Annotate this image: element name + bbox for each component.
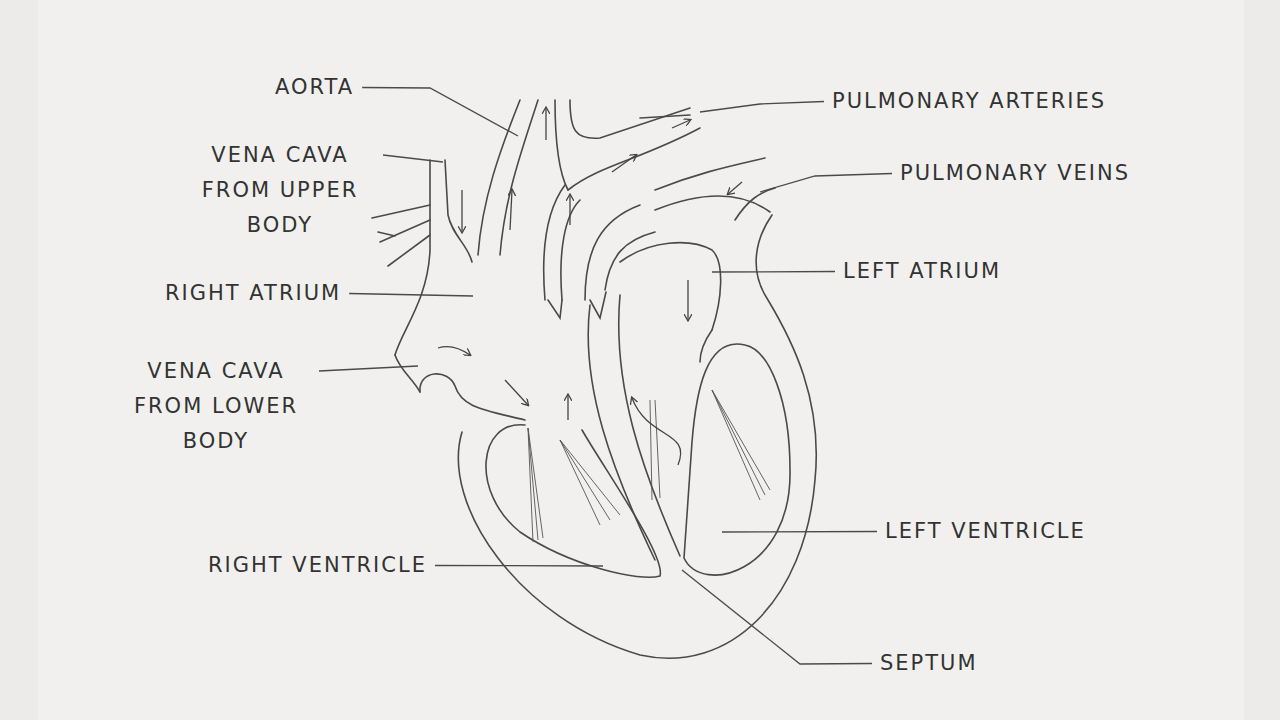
part-label: VENA CAVA FROM UPPER BODY — [185, 138, 375, 243]
part-label: LEFT VENTRICLE — [885, 514, 1086, 549]
leader-line — [682, 570, 872, 664]
leader-line — [722, 531, 877, 533]
leader-line — [319, 366, 418, 371]
part-label: RIGHT VENTRICLE — [208, 548, 427, 583]
part-label: AORTA — [275, 70, 354, 105]
part-label: VENA CAVA FROM LOWER BODY — [121, 354, 311, 459]
part-label: SEPTUM — [880, 646, 978, 681]
part-label: RIGHT ATRIUM — [165, 276, 341, 311]
leader-line — [712, 271, 835, 273]
leader-line — [700, 102, 824, 113]
part-label: PULMONARY VEINS — [900, 156, 1130, 191]
leader-line — [760, 174, 892, 193]
leader-line — [435, 565, 603, 567]
leader-line — [383, 155, 443, 162]
part-label: PULMONARY ARTERIES — [832, 84, 1106, 119]
leader-line — [362, 88, 518, 137]
leader-line — [349, 294, 473, 297]
part-label: LEFT ATRIUM — [843, 254, 1001, 289]
